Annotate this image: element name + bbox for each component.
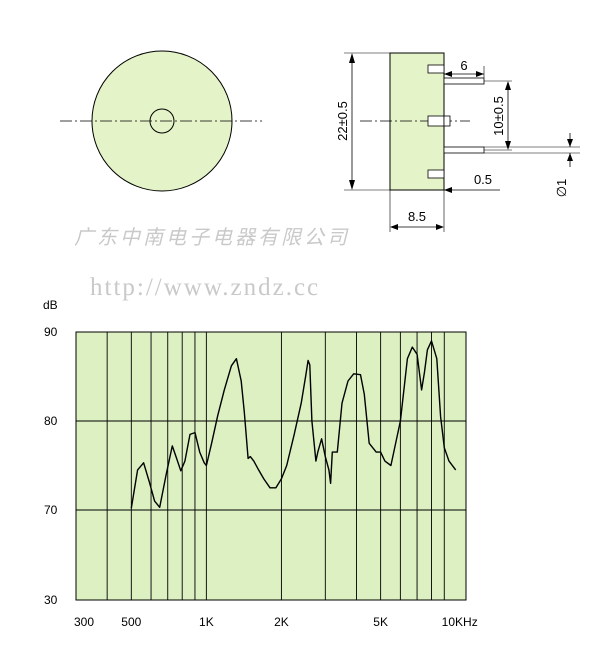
dim-spacing-arrow-top — [505, 81, 511, 90]
pin-bottom — [443, 146, 485, 154]
dim-dia-arrow-top — [567, 139, 573, 147]
pin-stub — [443, 115, 451, 127]
y-tick-label-1: 80 — [44, 414, 58, 428]
chart-y-tick-labels: 90 80 70 30 — [44, 325, 58, 607]
dim-dia-label: ∅1 — [554, 179, 569, 198]
pin-top — [443, 77, 485, 85]
response-curve — [130, 340, 457, 509]
notch-bottom — [427, 169, 445, 179]
x-tick-label-2: 1K — [199, 615, 214, 629]
y-tick-label-0: 90 — [44, 325, 58, 339]
x-tick-label-4: 5K — [373, 615, 388, 629]
dim-width-arrow-right — [436, 224, 444, 230]
dim-spacing-label: 10±0.5 — [491, 96, 506, 136]
x-tick-label-3: 2K — [274, 615, 289, 629]
dim-dia-arrow-bottom — [567, 153, 573, 161]
chart-x-tick-labels: 300 500 1K 2K 5K 10KHz — [74, 615, 478, 629]
x-tick-label-1: 500 — [121, 615, 141, 629]
dim-offset-arrow — [444, 187, 452, 193]
dim-height-arrow-bottom — [349, 180, 355, 190]
y-tick-label-3: 30 — [44, 593, 58, 607]
side-view: 22±0.5 6 10±0.5 ∅1 0.5 8.5 — [335, 52, 580, 232]
x-tick-label-0: 300 — [74, 615, 94, 629]
dim-height-label: 22±0.5 — [335, 101, 350, 141]
dim-spacing-arrow-bottom — [505, 141, 511, 150]
chart-y-axis-label: dB — [43, 298, 58, 312]
dim-pin-length-arrow-left — [444, 71, 452, 77]
dim-width-arrow-left — [390, 224, 398, 230]
notch-top — [427, 64, 445, 74]
watermark-url: http://www.zndz.cc — [90, 274, 320, 301]
dim-width-label: 8.5 — [408, 209, 426, 224]
watermark-company: 广东中南电子电器有限公司 — [74, 225, 350, 249]
x-tick-label-5: 10KHz — [442, 615, 478, 629]
dim-pin-length-label: 6 — [460, 58, 467, 73]
chart-plot-area — [75, 331, 467, 601]
dim-pin-length-arrow-right — [476, 71, 484, 77]
frequency-chart: 90 80 70 30 300 500 1K 2K 5K 10KHz dB — [43, 298, 478, 629]
y-tick-label-2: 70 — [44, 503, 58, 517]
dim-height-arrow-top — [349, 53, 355, 63]
notch-middle — [427, 115, 445, 127]
front-view — [60, 50, 262, 192]
dim-offset-label: 0.5 — [474, 172, 492, 187]
